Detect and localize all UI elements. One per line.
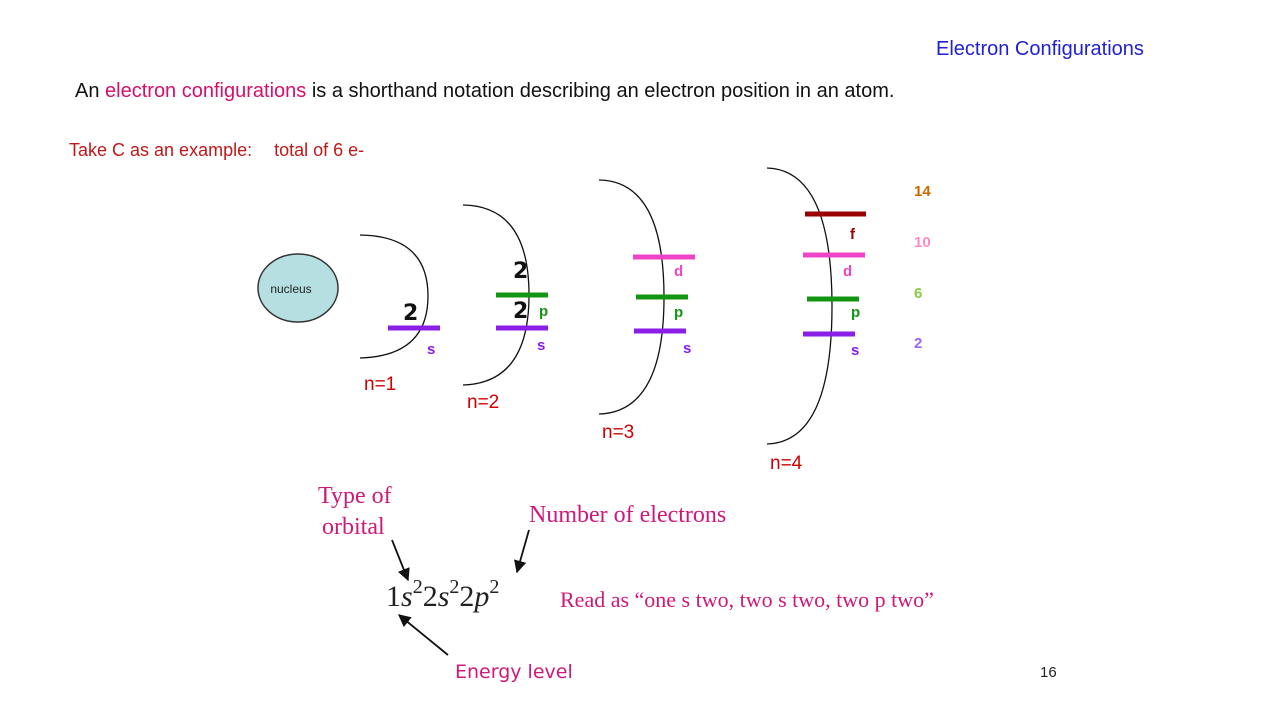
notation-figure: Type of orbital Number of electrons 1s22… xyxy=(318,483,934,683)
formula-n2: 2 xyxy=(423,580,438,613)
config-formula: 1s22s22p2 xyxy=(386,576,499,613)
n3-d-label: d xyxy=(674,263,683,280)
shell-n3: s p d n=3 xyxy=(598,179,695,443)
number-of-electrons-label: Number of electrons xyxy=(529,502,726,528)
formula-n3: 2 xyxy=(459,580,474,613)
n1-s-label: s xyxy=(427,341,435,358)
example-line: Take C as an example: total of 6 e- xyxy=(69,140,364,161)
shell-n4-arc xyxy=(766,167,833,445)
n4-f-label: f xyxy=(850,226,856,243)
shell-n4: s p d f n=4 xyxy=(766,167,866,474)
n4-label: n=4 xyxy=(770,453,803,474)
read-as-text: Read as “one s two, two s two, two p two… xyxy=(560,587,934,612)
capacity-d: 10 xyxy=(914,234,931,251)
n3-s-label: s xyxy=(683,340,691,357)
formula-p: p xyxy=(472,580,489,613)
n1-label: n=1 xyxy=(364,374,396,395)
slide-title: Electron Configurations xyxy=(936,38,1144,60)
n2-p-label: p xyxy=(539,303,548,320)
n4-p-label: p xyxy=(851,304,860,321)
page-number: 16 xyxy=(1040,664,1057,681)
n2-label: n=2 xyxy=(467,392,499,413)
capacity-column: 14 10 6 2 xyxy=(914,183,931,352)
number-of-electrons-arrow xyxy=(514,529,530,574)
type-of-orbital-label-line1: Type of xyxy=(318,483,392,509)
n2-s-electrons: 2 xyxy=(513,299,528,324)
example-label: Take C as an example: xyxy=(69,140,253,160)
n4-s-label: s xyxy=(851,342,859,359)
shell-n2: s p 2 2 n=2 xyxy=(462,204,548,413)
n4-d-label: d xyxy=(843,263,852,280)
example-total: total of 6 e- xyxy=(274,140,365,160)
intro-keyword: electron configurations xyxy=(105,80,307,102)
intro-prefix: An xyxy=(75,80,106,102)
capacity-p: 6 xyxy=(914,285,922,302)
capacity-s: 2 xyxy=(914,335,922,352)
intro-sentence: An electron configurations is a shorthan… xyxy=(75,80,894,103)
nucleus-label: nucleus xyxy=(270,282,311,296)
formula-e1: 2 xyxy=(413,576,423,598)
shell-n1: s 2 n=1 xyxy=(359,234,440,395)
energy-level-label: Energy level xyxy=(455,661,573,683)
type-of-orbital-arrow xyxy=(391,539,410,582)
formula-n1: 1 xyxy=(386,580,401,613)
type-of-orbital-label-line2: orbital xyxy=(322,514,385,540)
shell-n1-arc xyxy=(359,234,429,359)
nucleus: nucleus xyxy=(257,253,339,323)
n1-s-electrons: 2 xyxy=(403,301,418,326)
formula-e3: 2 xyxy=(489,576,499,598)
capacity-f: 14 xyxy=(914,183,931,200)
nucleus-circle xyxy=(257,253,339,323)
energy-level-arrow xyxy=(398,614,449,656)
intro-suffix: is a shorthand notation describing an el… xyxy=(306,80,895,102)
n3-p-label: p xyxy=(674,304,683,321)
n3-label: n=3 xyxy=(602,422,634,443)
n2-p-electrons: 2 xyxy=(513,259,528,284)
formula-e2: 2 xyxy=(449,576,459,598)
formula-s1: s xyxy=(401,580,413,613)
formula-s2: s xyxy=(438,580,450,613)
n2-s-label: s xyxy=(537,337,545,354)
